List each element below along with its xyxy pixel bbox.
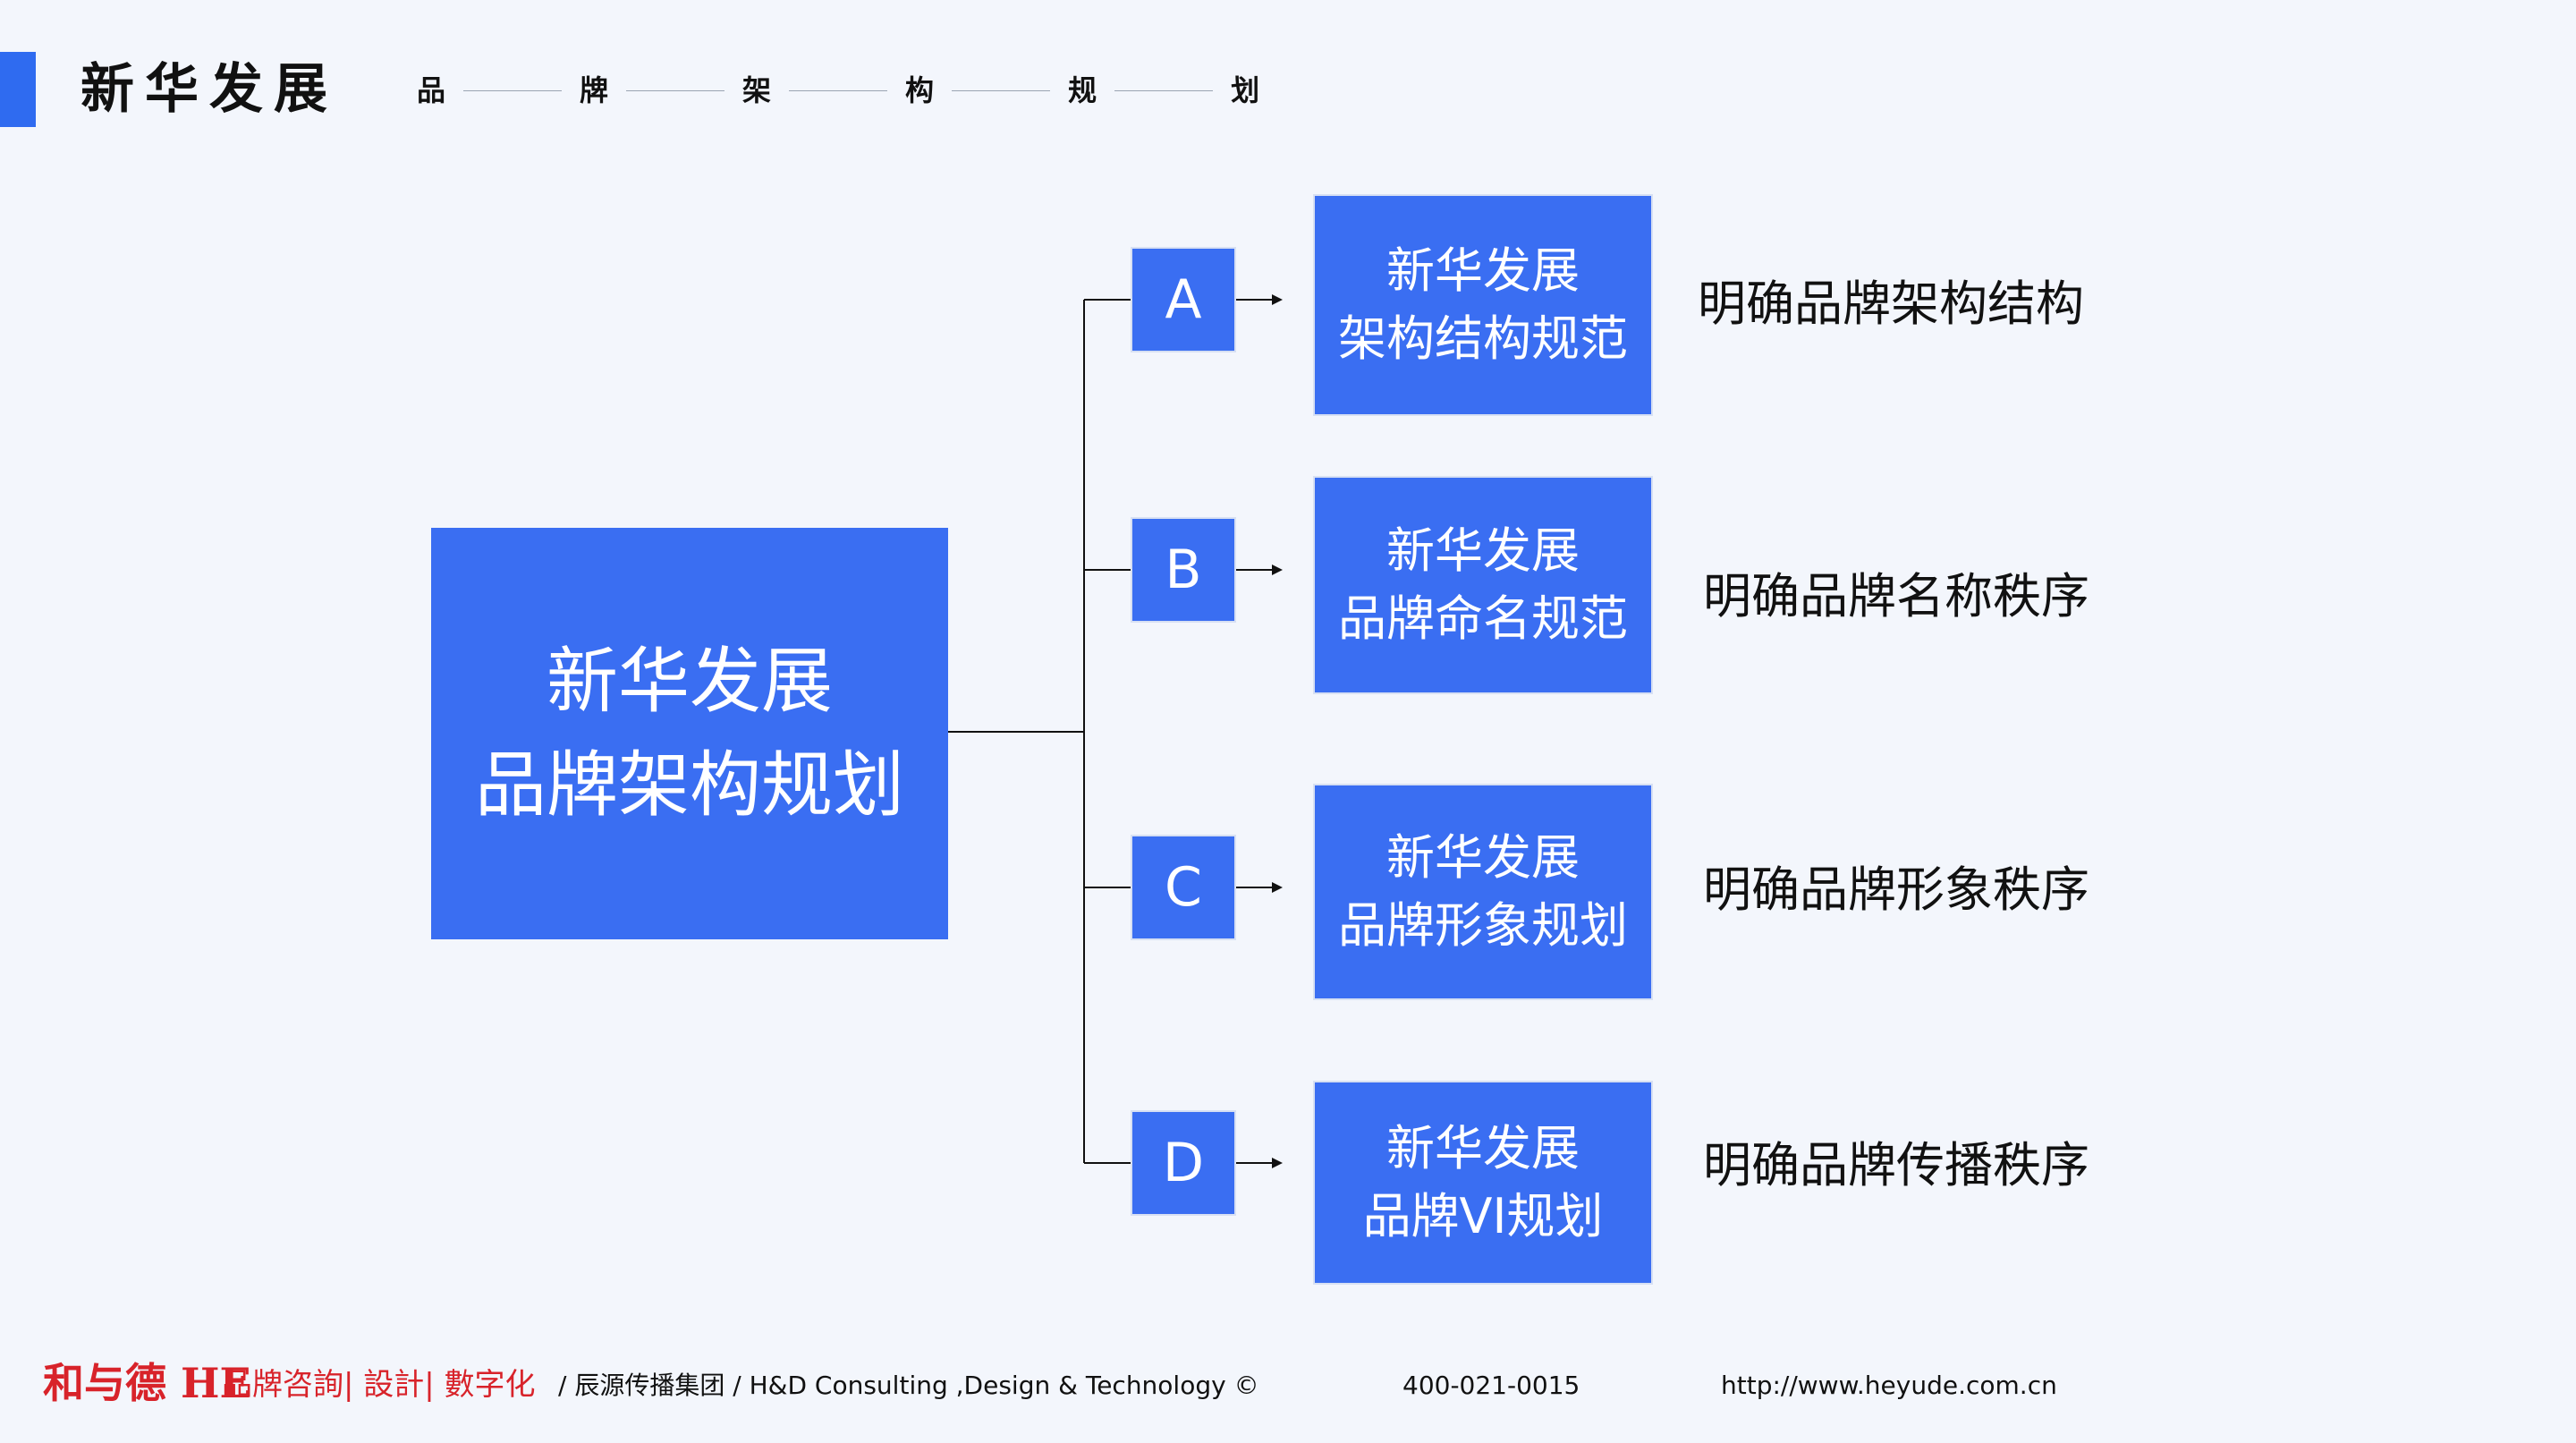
branch-a-description: 明确品牌架构结构 (1698, 276, 2084, 332)
root-line-1: 新华发展 (547, 640, 833, 723)
branch-c-line-2: 品牌形象规划 (1338, 897, 1628, 954)
branch-b-line-1: 新华发展 (1386, 522, 1580, 579)
step-divider (1114, 89, 1214, 91)
branch-d-line-1: 新华发展 (1386, 1120, 1580, 1176)
branch-c-line-1: 新华发展 (1386, 829, 1580, 886)
footer-phone: 400-021-0015 (1402, 1371, 1580, 1400)
step-3: 架 (742, 73, 772, 107)
breadcrumb-steps: 品 牌 架 构 规 划 (417, 68, 1259, 113)
step-divider (626, 89, 725, 91)
step-divider (789, 89, 888, 91)
branch-d-node: 新华发展 品牌VI规划 (1313, 1081, 1653, 1285)
branch-c-letter: C (1131, 835, 1236, 940)
step-6: 划 (1231, 73, 1260, 107)
branch-a-line-1: 新华发展 (1386, 242, 1580, 299)
branch-b-description: 明确品牌名称秩序 (1703, 568, 2089, 624)
root-line-2: 品牌架构规划 (475, 743, 904, 827)
step-divider (952, 89, 1051, 91)
branch-b-line-2: 品牌命名规范 (1338, 590, 1628, 647)
footer-brand-logo: 和与德 HE (43, 1359, 251, 1407)
step-1: 品 (417, 73, 446, 107)
branch-b-node: 新华发展 品牌命名规范 (1313, 476, 1653, 694)
step-divider (463, 89, 563, 91)
step-2: 牌 (580, 73, 609, 107)
root-node: 新华发展 品牌架构规划 (431, 528, 948, 939)
footer-company: / 辰源传播集团 / H&D Consulting ,Design & Tech… (558, 1371, 1259, 1400)
branch-a-line-2: 架构结构规范 (1338, 310, 1628, 367)
step-5: 规 (1068, 73, 1097, 107)
branch-d-description: 明确品牌传播秩序 (1703, 1137, 2089, 1193)
page-title: 新华发展 (80, 58, 338, 121)
branch-c-node: 新华发展 品牌形象规划 (1313, 784, 1653, 1000)
branch-b-letter: B (1131, 517, 1236, 623)
branch-c-description: 明确品牌形象秩序 (1703, 862, 2089, 918)
branch-d-letter: D (1131, 1110, 1236, 1216)
branch-a-letter: A (1131, 247, 1236, 352)
footer-tagline: 品牌咨詢| 設計| 數字化 (222, 1367, 536, 1403)
branch-d-line-2: 品牌VI规划 (1362, 1188, 1604, 1244)
step-4: 构 (905, 73, 935, 107)
branch-a-node: 新华发展 架构结构规范 (1313, 194, 1653, 416)
header-accent-bar (0, 52, 36, 127)
footer-website[interactable]: http://www.heyude.com.cn (1721, 1371, 2057, 1400)
